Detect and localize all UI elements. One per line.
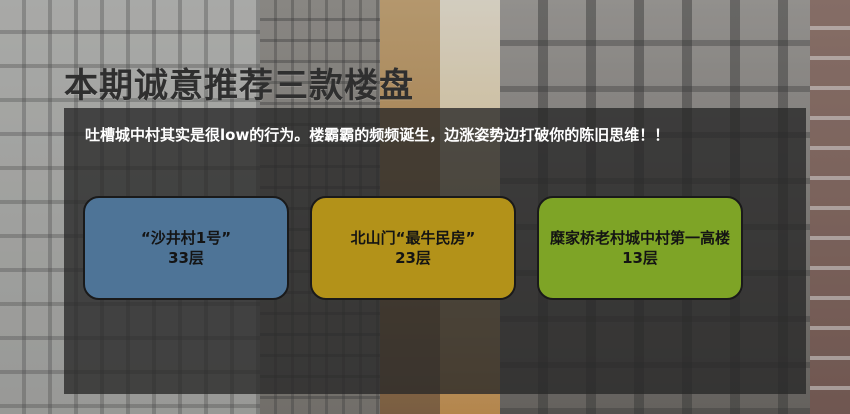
content-panel: 吐槽城中村其实是很low的行为。楼霸霸的频频诞生，边涨姿势边打破你的陈旧思维！！…	[64, 108, 806, 394]
property-card-1-floors: 33层	[168, 249, 204, 267]
property-card-2[interactable]: 北山门“最牛民房” 23层	[310, 196, 516, 300]
property-card-3-floors: 13层	[622, 249, 658, 267]
panel-subtitle: 吐槽城中村其实是很low的行为。楼霸霸的频频诞生，边涨姿势边打破你的陈旧思维！！	[85, 126, 670, 144]
property-card-1-name: “沙井村1号”	[140, 229, 232, 247]
building-far-right	[810, 0, 850, 414]
property-card-3[interactable]: 糜家桥老村城中村第一高楼 13层	[537, 196, 743, 300]
property-card-2-name: 北山门“最牛民房”	[350, 229, 476, 247]
property-card-1[interactable]: “沙井村1号” 33层	[83, 196, 289, 300]
page-title: 本期诚意推荐三款楼盘	[64, 66, 414, 106]
property-card-2-floors: 23层	[395, 249, 431, 267]
property-card-3-name: 糜家桥老村城中村第一高楼	[549, 229, 730, 247]
